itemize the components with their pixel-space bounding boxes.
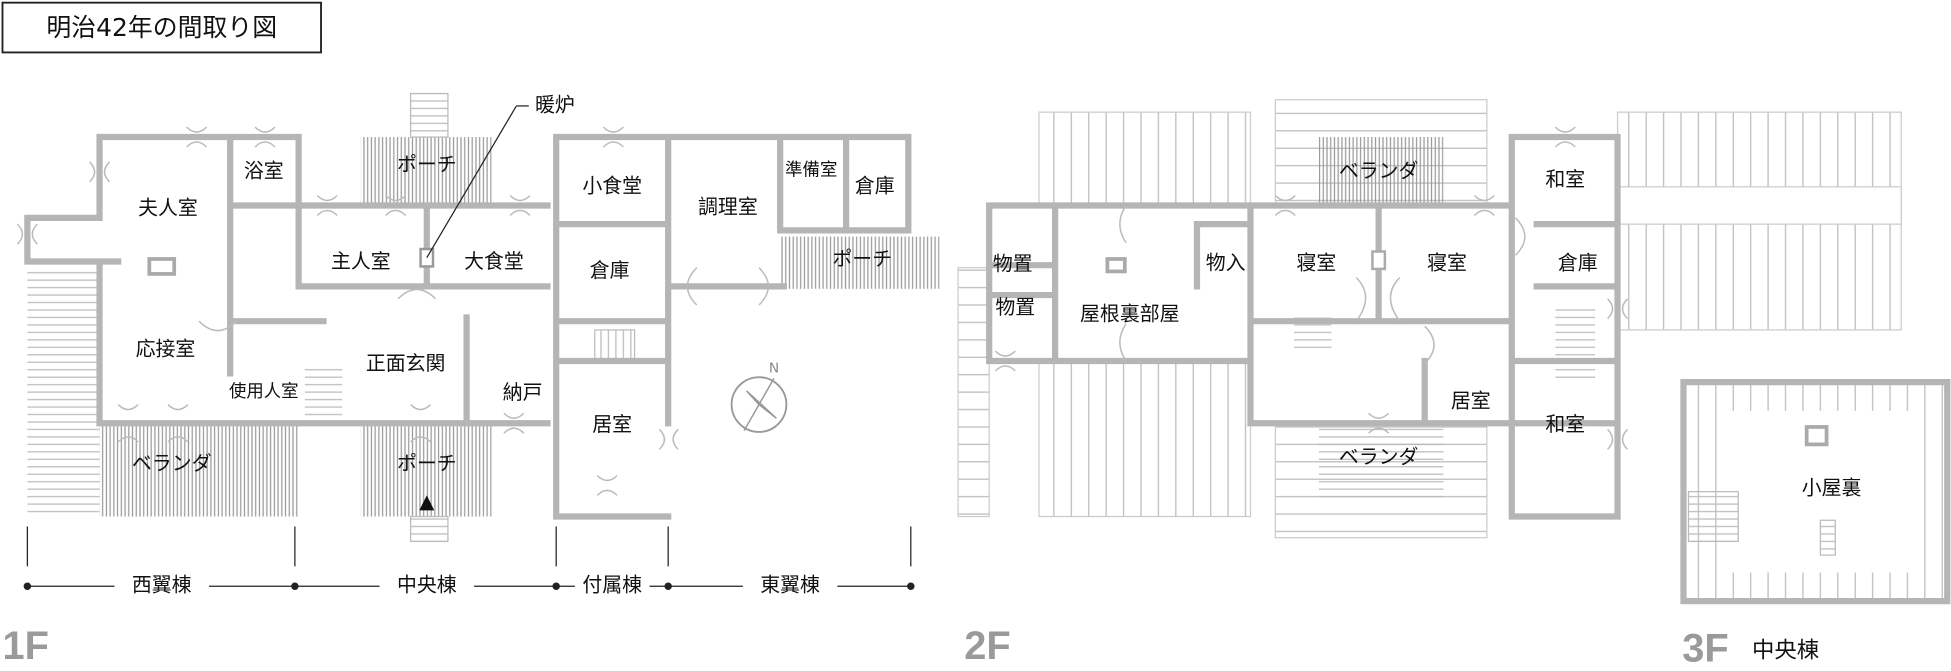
room-label: ポーチ (397, 153, 457, 176)
floor-1-plan: 暖炉 N 夫人室 浴室 ポーチ 小食堂 調理室 準備室 倉庫 ポーチ 主人室 大… (2, 92, 940, 668)
room-label: 使用人室 (229, 381, 299, 402)
room-label: 浴室 (244, 159, 284, 182)
fireplace-label: 暖炉 (535, 93, 575, 116)
room-label: 居室 (592, 413, 632, 436)
room-label: 小屋裏 (1802, 477, 1862, 500)
room-label: ポーチ (832, 248, 892, 271)
floor-1-room-labels: 夫人室 浴室 ポーチ 小食堂 調理室 準備室 倉庫 ポーチ 主人室 大食堂 倉庫… (132, 153, 895, 475)
room-label: 準備室 (785, 161, 837, 181)
room-label: ベランダ (132, 452, 212, 475)
room-label: 大食堂 (464, 250, 524, 273)
room-label: 居室 (1451, 390, 1491, 413)
floor-label-3f: 3F (1682, 626, 1728, 670)
room-label: 主人室 (331, 250, 391, 273)
room-label: 和室 (1545, 413, 1585, 436)
room-label: 寝室 (1297, 251, 1337, 274)
room-label: 倉庫 (1558, 251, 1598, 274)
room-label: 物入 (1206, 251, 1246, 274)
room-label: 夫人室 (138, 197, 198, 220)
door-symbols (16, 126, 770, 496)
fireplace-leader-line (426, 105, 517, 259)
room-label: 倉庫 (590, 259, 630, 282)
room-label: 寝室 (1427, 251, 1467, 274)
wing-dimension-line: 西翼棟 中央棟 付属棟 東翼棟 (23, 526, 915, 597)
door-symbols (994, 126, 1629, 450)
room-label: 和室 (1545, 168, 1585, 191)
room-label: ポーチ (397, 452, 457, 475)
wing-label: 西翼棟 (132, 574, 192, 597)
wing-label: 東翼棟 (760, 574, 820, 597)
title: 明治42年の間取り図 (46, 13, 277, 42)
floor-2-room-labels: ベランダ 物置 物置 屋根裏部屋 物入 寝室 寝室 和室 倉庫 居室 和室 ベラ… (993, 159, 1598, 468)
floor-3-plan: 小屋裏 3F 中央棟 (1680, 379, 1951, 670)
entrance-arrow-icon (419, 495, 435, 511)
room-label: 正面玄関 (366, 352, 446, 375)
compass-north-label: N (769, 360, 779, 376)
floor-label-2f: 2F (964, 624, 1010, 668)
floor-3-sublabel: 中央棟 (1752, 637, 1819, 663)
room-label: 小食堂 (582, 174, 642, 197)
room-label: 調理室 (698, 195, 758, 218)
room-label: 応接室 (136, 337, 196, 360)
floor-label-1f: 1F (2, 624, 48, 668)
room-label: 納戸 (503, 381, 543, 404)
wing-label: 中央棟 (397, 574, 457, 597)
room-label: 屋根裏部屋 (1080, 302, 1179, 325)
room-label: ベランダ (1339, 446, 1419, 469)
wing-label: 付属棟 (582, 574, 642, 597)
room-label: 物置 (993, 253, 1033, 276)
room-label: ベランダ (1339, 159, 1419, 182)
room-label: 物置 (995, 296, 1035, 319)
floor-2-plan: ベランダ 物置 物置 屋根裏部屋 物入 寝室 寝室 和室 倉庫 居室 和室 ベラ… (957, 99, 1902, 668)
title-box: 明治42年の間取り図 (1, 1, 322, 54)
compass-icon: N (730, 360, 788, 433)
room-label: 倉庫 (855, 174, 895, 197)
